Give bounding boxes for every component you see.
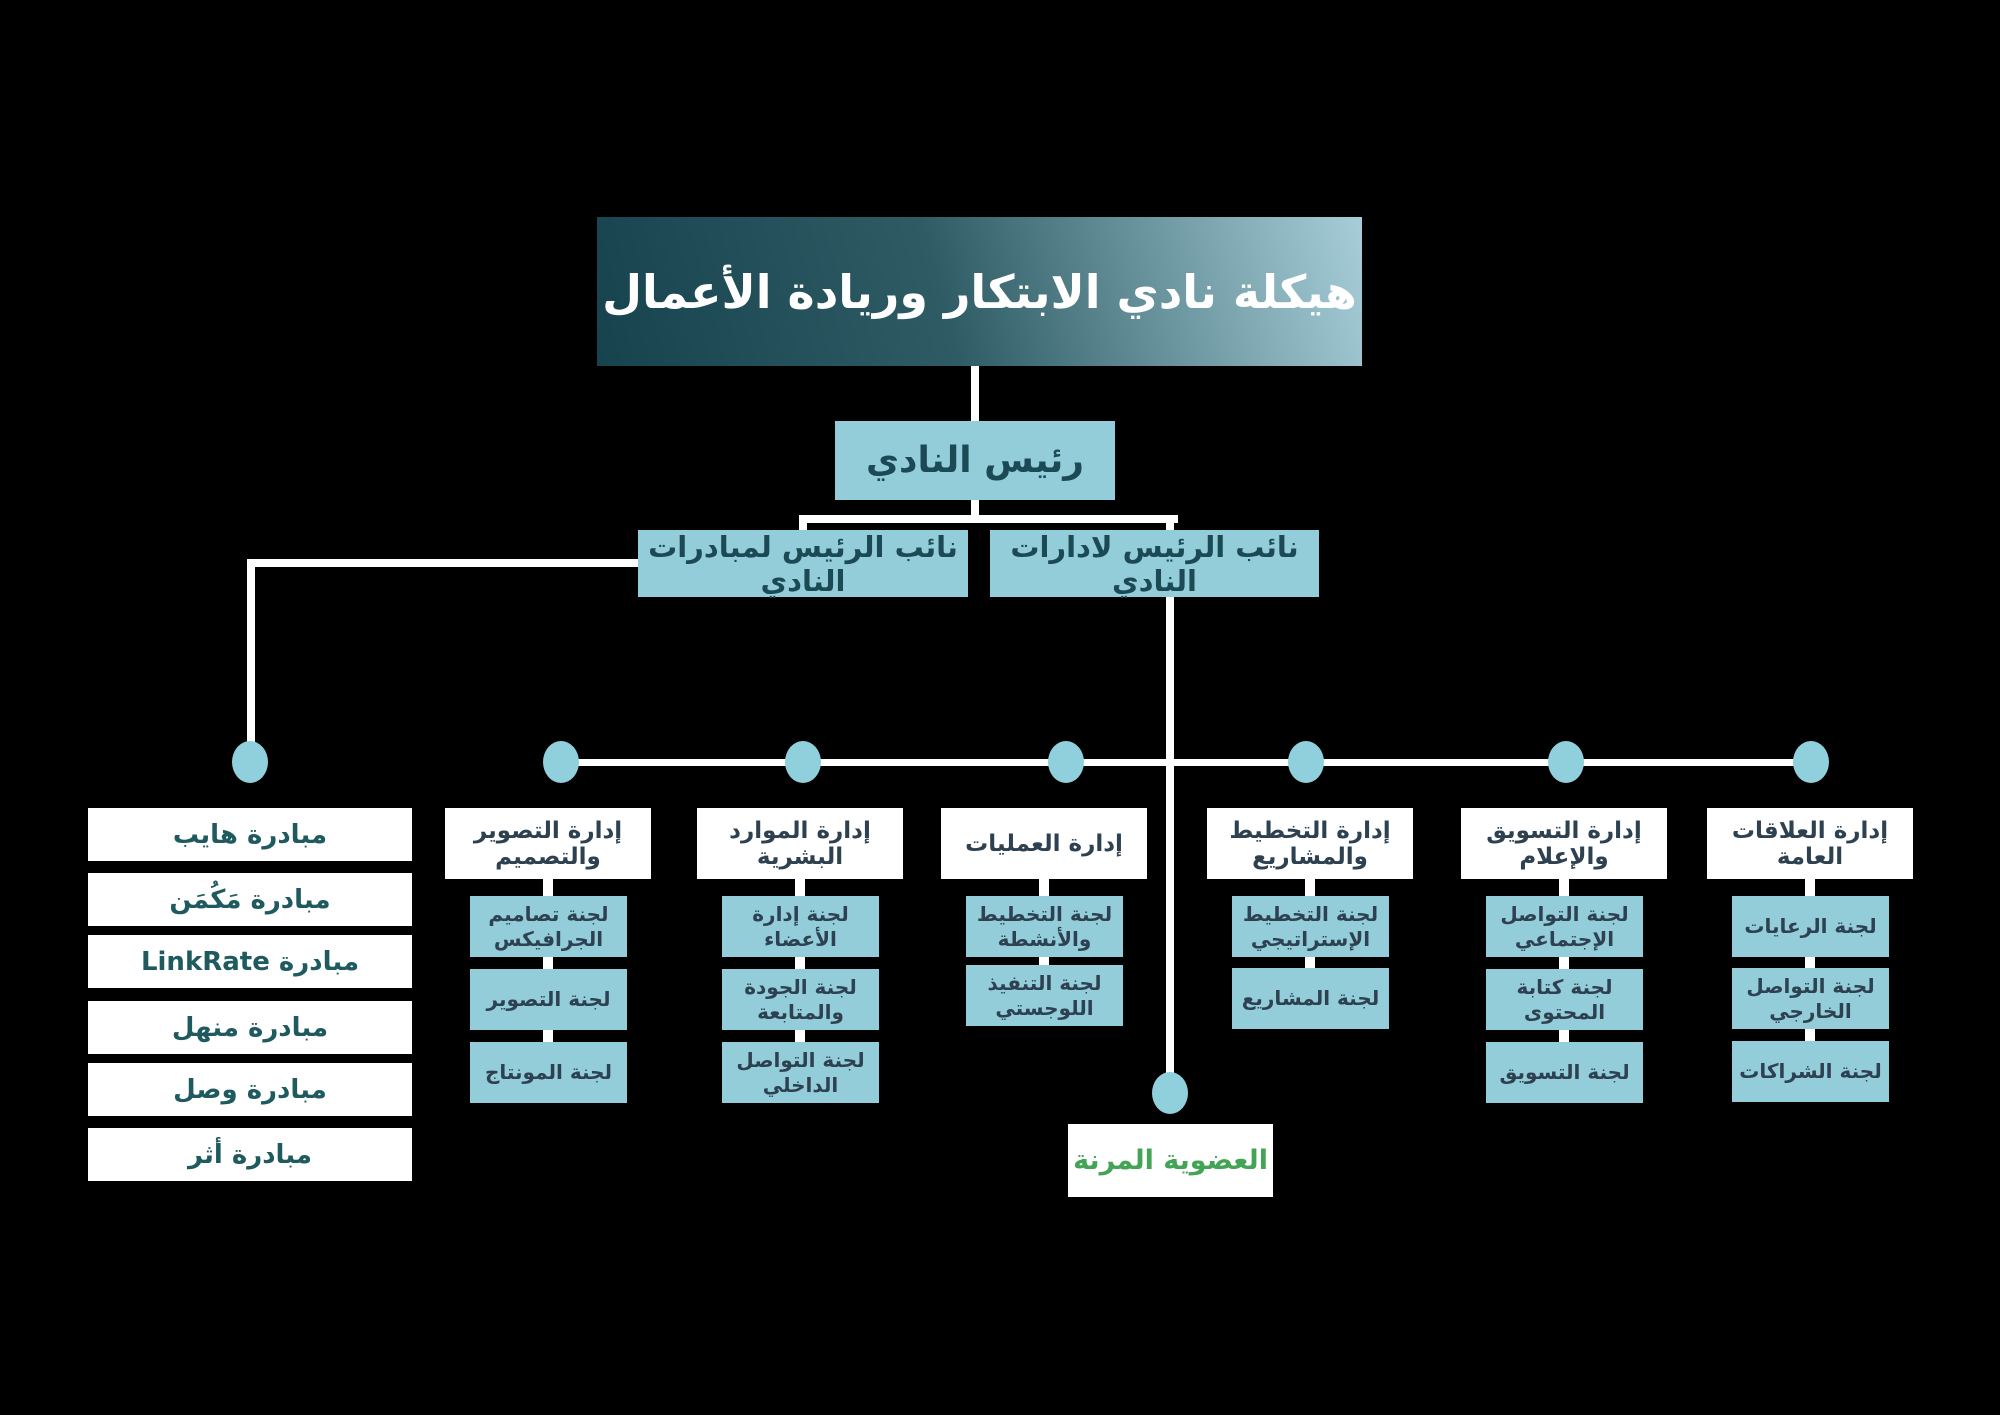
department-header: إدارة الموارد البشرية [697, 808, 903, 879]
committee-node: لجنة التخطيط والأنشطة [966, 896, 1123, 957]
vp-initiatives-node: نائب الرئيس لمبادرات النادي [638, 530, 968, 598]
connector-president-down [971, 500, 979, 520]
connector-main-rail [561, 759, 1811, 766]
committee-node: لجنة الرعايات [1732, 896, 1889, 957]
branch-dot-planning [1288, 741, 1324, 783]
connector-vp-left-drop [799, 515, 807, 533]
department-header: إدارة العلاقات العامة [1707, 808, 1913, 879]
chart-title: هيكلة نادي الابتكار وريادة الأعمال [597, 217, 1362, 366]
branch-dot-pr [1793, 741, 1829, 783]
committee-node: لجنة إدارة الأعضاء [722, 896, 879, 957]
committee-node: لجنة التصوير [470, 969, 627, 1030]
committee-node: لجنة التواصل الإجتماعي [1486, 896, 1643, 957]
committee-node: لجنة كتابة المحتوى [1486, 969, 1643, 1030]
connector-initiatives-horizontal [251, 559, 638, 567]
committee-node: لجنة الشراكات [1732, 1041, 1889, 1102]
department-header: إدارة التصوير والتصميم [445, 808, 651, 879]
initiative-node: مبادرة LinkRate [88, 935, 412, 988]
committee-node: لجنة التواصل الخارجي [1732, 968, 1889, 1029]
branch-dot-media-design [543, 741, 579, 783]
president-node: رئيس النادي [835, 421, 1115, 500]
branch-dot-marketing [1548, 741, 1584, 783]
membership-node: العضوية المرنة [1068, 1124, 1273, 1197]
vp-departments-node: نائب الرئيس لادارات النادي [990, 530, 1319, 598]
connector-title-president [971, 366, 979, 423]
committee-node: لجنة التواصل الداخلي [722, 1042, 879, 1103]
department-header: إدارة العمليات [941, 808, 1147, 879]
initiative-node: مبادرة وصل [88, 1063, 412, 1116]
committee-node: لجنة المشاريع [1232, 968, 1389, 1029]
initiative-node: مبادرة أثر [88, 1128, 412, 1181]
initiative-node: مبادرة منهل [88, 1001, 412, 1054]
branch-dot-hr [785, 741, 821, 783]
connector-initiatives-drop [247, 559, 255, 762]
initiative-node: مبادرة مَكُمَن [88, 873, 412, 926]
department-header: إدارة التخطيط والمشاريع [1207, 808, 1413, 879]
branch-dot-membership [1152, 1072, 1188, 1114]
committee-node: لجنة تصاميم الجرافيكس [470, 896, 627, 957]
connector-departments-trunk [1166, 515, 1174, 1093]
committee-node: لجنة التسويق [1486, 1042, 1643, 1103]
branch-dot-initiatives [232, 741, 268, 783]
department-header: إدارة التسويق والإعلام [1461, 808, 1667, 879]
connector-vp-horizontal [799, 515, 1178, 523]
initiative-node: مبادرة هايب [88, 808, 412, 861]
committee-node: لجنة المونتاج [470, 1042, 627, 1103]
committee-node: لجنة التنفيذ اللوجستي [966, 965, 1123, 1026]
committee-node: لجنة الجودة والمتابعة [722, 969, 879, 1030]
committee-node: لجنة التخطيط الإستراتيجي [1232, 896, 1389, 957]
branch-dot-operations [1048, 741, 1084, 783]
